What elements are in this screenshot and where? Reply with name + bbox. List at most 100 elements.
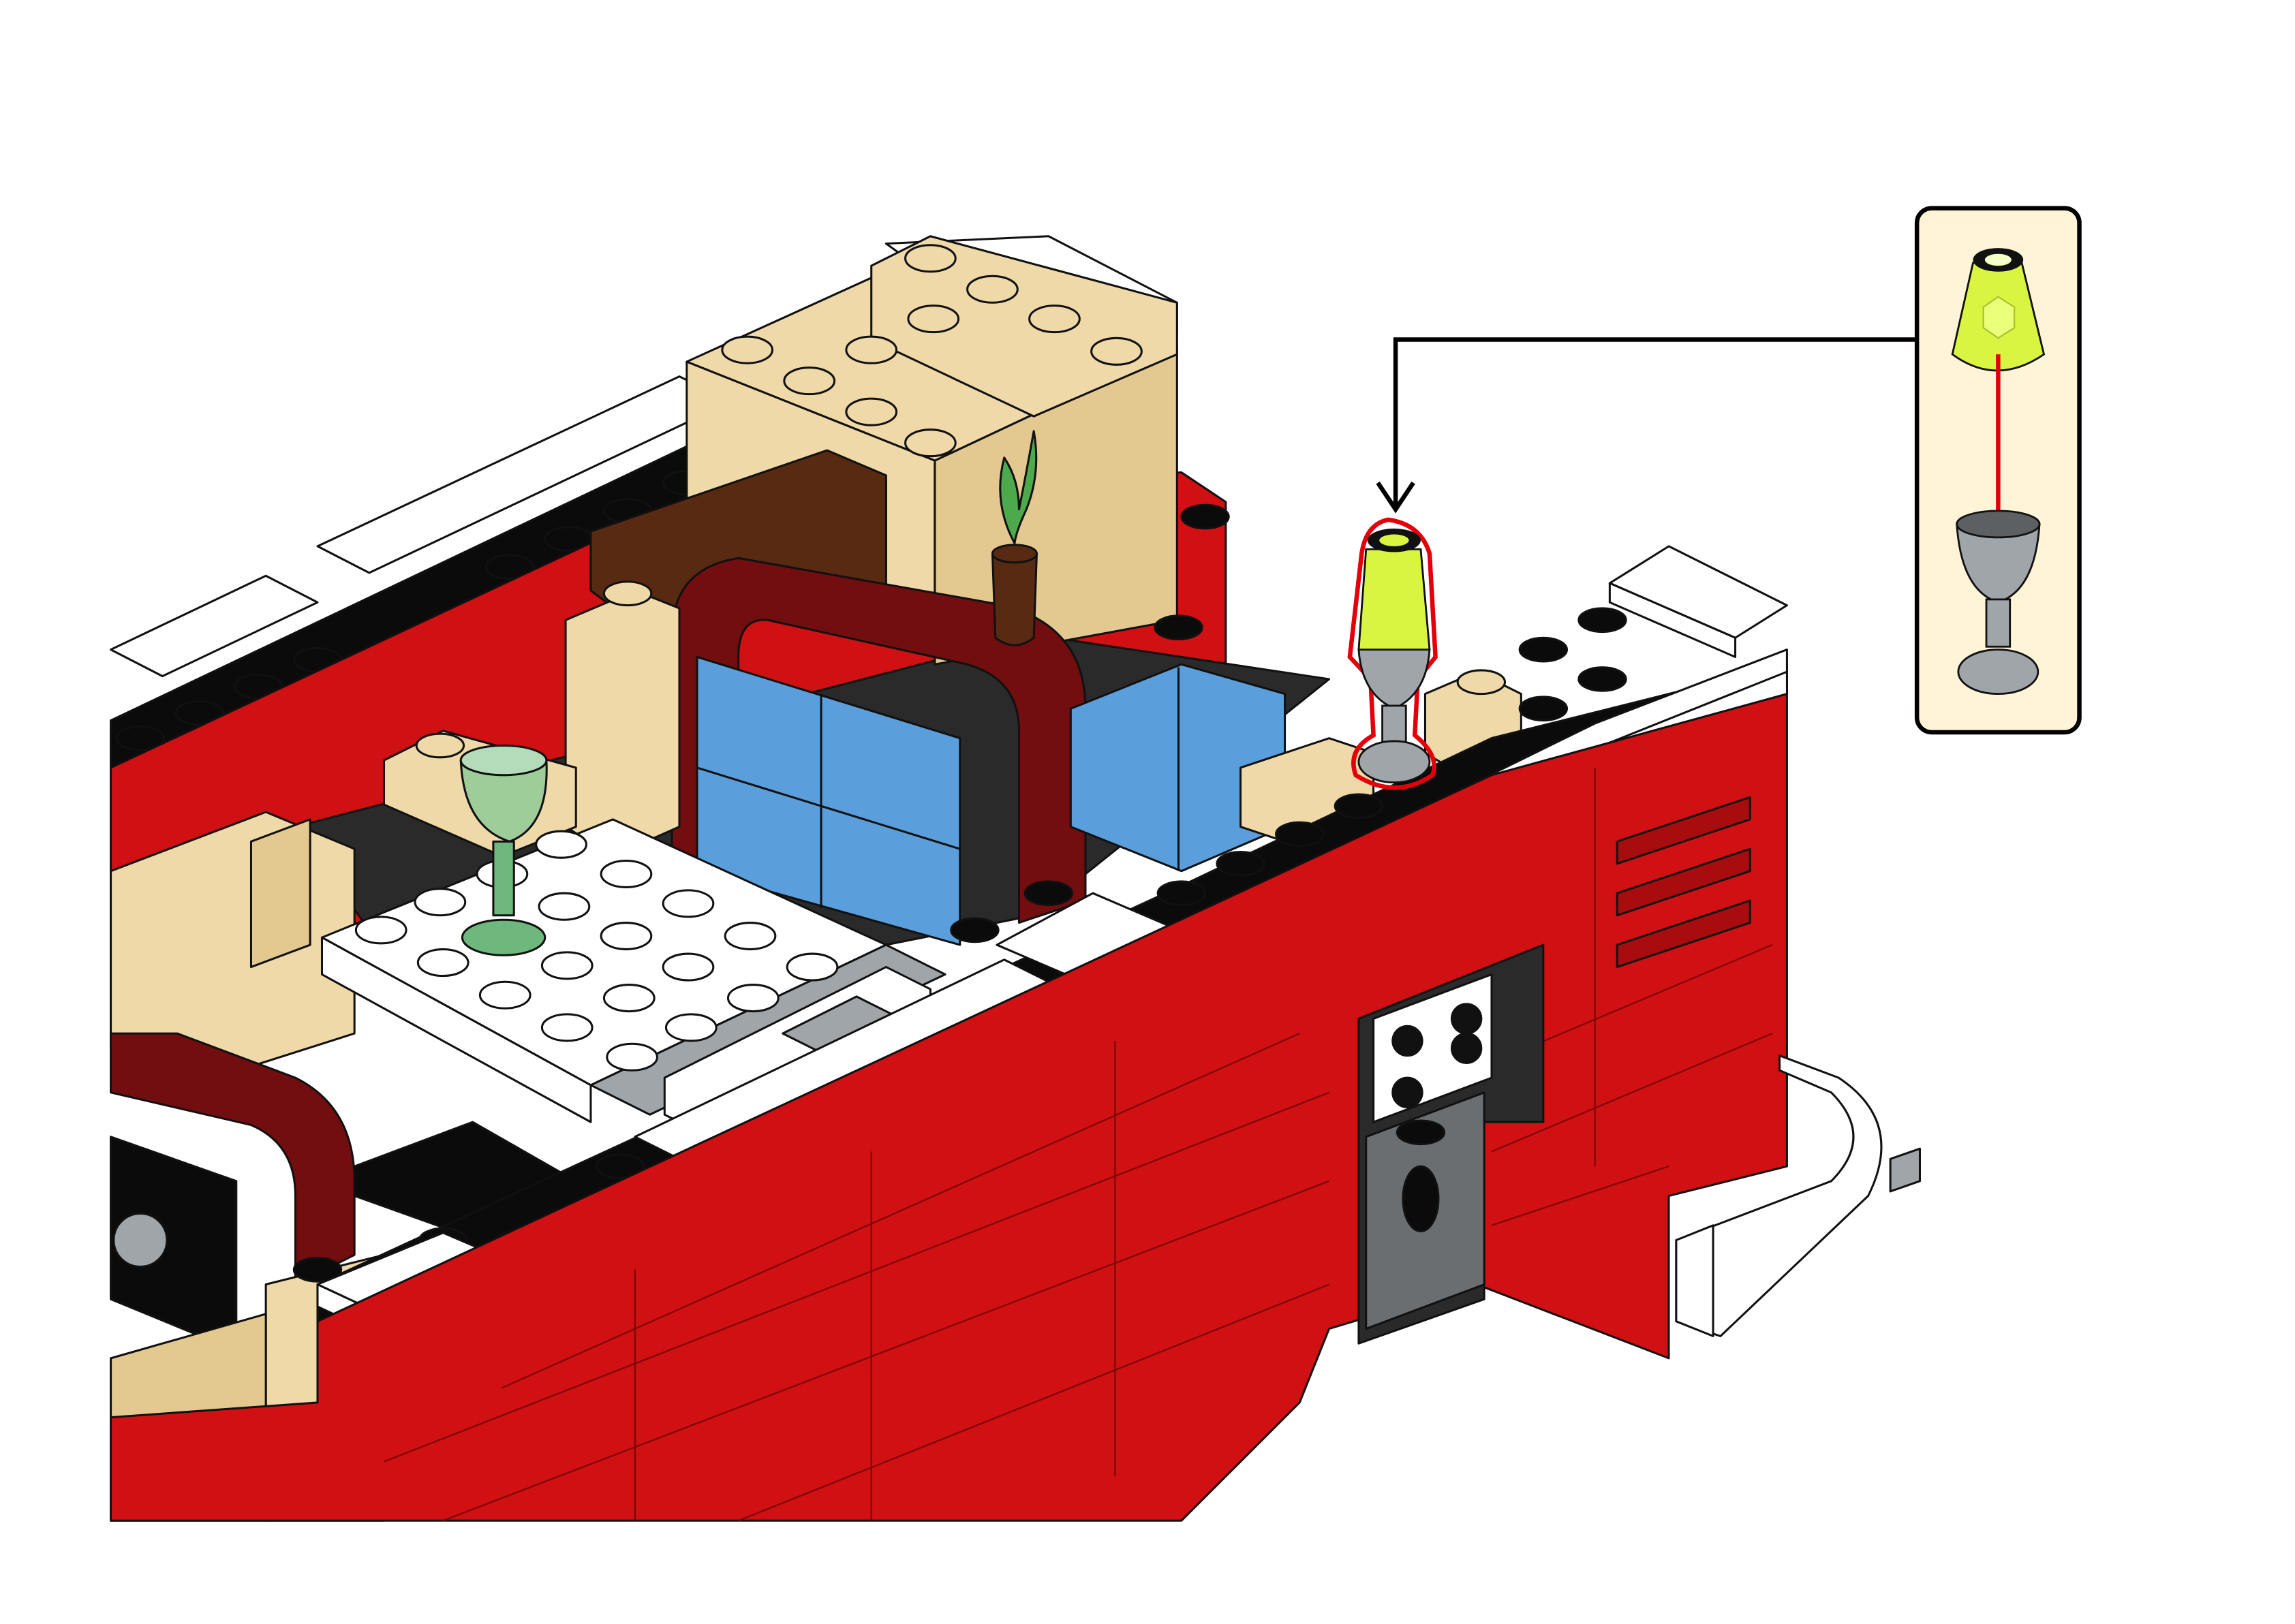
goblet-rim-icon [1956,510,2041,539]
tan-block-left [564,589,681,858]
white-table-side [320,936,592,1123]
potted-plant [991,430,1038,646]
stud [600,860,653,889]
lava-lamp-goblet-cup [1357,649,1431,710]
dark-red-arch-left [110,1032,356,1286]
plant-leaves [999,430,1038,545]
seat-seam [696,766,961,850]
stud [664,1013,718,1042]
bumper-cap [1675,1224,1714,1337]
stud [1154,614,1203,640]
stud [415,732,465,759]
brick-line [738,1283,1329,1522]
stud [292,1256,343,1283]
stud [414,888,467,917]
stud [600,922,653,951]
stud [174,700,224,726]
round-tile [112,1212,168,1268]
parts-callout-box [1914,206,2082,735]
stud [724,922,777,951]
lava-lamp-goblet-base [1357,740,1431,784]
white-tile-right-end-side [1608,582,1737,658]
stud [540,1013,594,1042]
technic-hole [1391,1076,1423,1108]
pointer-line [1393,337,1917,507]
stud [416,948,469,978]
stud [907,304,960,334]
goblet-rim [459,744,548,777]
goblet-stem-icon [1985,598,2012,648]
stud [1180,503,1230,530]
vent-slat [1616,847,1751,917]
goblet-base [461,918,546,956]
rear-bumper [1675,1055,1883,1337]
vent-slat [1616,899,1751,969]
goblet-base-icon [1957,649,2039,696]
stud [602,580,653,607]
stud [1402,1165,1440,1233]
stud [540,951,594,980]
vent-slat [1616,796,1751,865]
stud [538,892,591,921]
stud [1456,669,1506,696]
technic-hole [1450,1003,1483,1035]
tan-cabinet-studs [721,244,1143,458]
stud [484,554,534,580]
stud [1577,607,1627,634]
stud [662,952,715,982]
cone-top-hole [1984,253,2012,266]
stud [726,984,780,1013]
stud [783,366,836,396]
stud [966,275,1019,304]
pointer-head [1376,481,1415,514]
cone-inner-hex [1982,296,2016,339]
stud [478,980,532,1010]
stud [845,397,898,426]
lava-lamp-assembly [1347,517,1438,790]
lava-lamp-cone [1357,548,1431,662]
lava-lamp-highlight-outline [1347,517,1438,790]
stud [845,335,898,364]
stud [904,428,957,458]
bumper-pin [1889,1147,1922,1193]
side-vent [1616,796,1751,969]
light-gray-goblet-icon [1956,510,2041,696]
stud [1028,304,1081,334]
stud [1023,880,1073,907]
brick-line [384,1091,1329,1463]
stud [1334,793,1384,819]
stud [1275,821,1325,847]
brick-line [1491,1166,1669,1226]
brick-line [1491,1033,1773,1153]
stud [662,889,715,918]
stud [950,917,1000,943]
stud [354,916,407,945]
stud [115,725,166,751]
stud [602,984,656,1013]
technic-hole [1391,1025,1423,1057]
blue-seat-back [696,655,961,946]
technic-holes [1391,1003,1483,1108]
stud [1577,666,1627,692]
goblet-stem [492,840,515,917]
stud [1396,1119,1446,1146]
trans-neon-green-cone-icon [1951,248,2046,372]
brick-line [442,1180,1329,1522]
stud [904,244,957,273]
stud [786,952,839,982]
plant-pot-rim [991,544,1038,564]
stud [1216,850,1265,877]
stud [606,1042,658,1072]
stud [1518,636,1569,663]
stud [596,1153,645,1180]
stud [1518,696,1569,722]
stud [535,830,587,859]
plant-pot [991,552,1038,646]
front-wall-brick-lines [384,767,1773,1522]
lava-lamp-cone-hole [1379,534,1409,546]
green-goblet [459,744,548,956]
technic-hole [1450,1032,1483,1064]
tan-box-front [249,818,311,969]
